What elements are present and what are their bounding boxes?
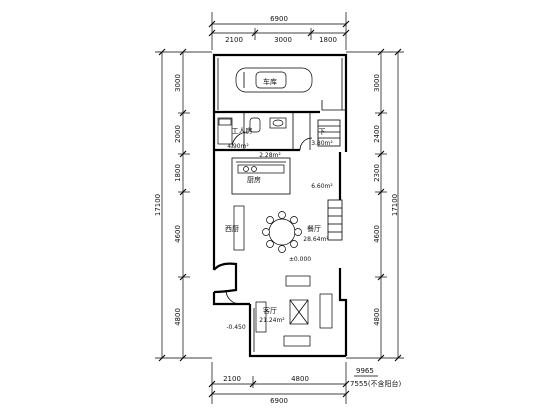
dining-table-icon	[262, 211, 302, 253]
western-kitchen-label: 西厨	[225, 225, 239, 233]
left-dimension-chain: 17100 3000 2000 1800 4600 4800	[154, 48, 212, 362]
living-area: 21.24m²	[259, 317, 285, 324]
top-dim-3: 1800	[319, 36, 337, 44]
car-icon	[235, 67, 313, 93]
left-dim-2: 2000	[174, 125, 182, 143]
stair-area: 3.80m²	[311, 140, 333, 147]
left-dim-5: 4800	[174, 308, 182, 326]
room-labels: 车库 工人房 4.90m² 2.28m² 下 3.80m² 厨房 6.60m² …	[225, 77, 333, 331]
door-swing-icon	[225, 131, 313, 305]
toilet-fixtures-icon	[249, 117, 287, 133]
right-dim-2: 2400	[373, 125, 381, 143]
stair-down	[317, 119, 341, 147]
left-overall-dim: 17100	[154, 194, 162, 216]
left-dim-4: 4600	[174, 225, 182, 243]
area-total-note: 9965	[356, 367, 374, 375]
right-dim-3: 2300	[373, 164, 381, 182]
bottom-dim-2: 4800	[291, 375, 309, 383]
stair-up	[327, 199, 343, 241]
kitchen-area: 6.60m²	[311, 183, 333, 190]
right-dim-5: 4800	[373, 308, 381, 326]
walls	[212, 53, 348, 358]
stair-down-label: 下	[319, 128, 326, 136]
top-overall-dim: 6900	[270, 15, 288, 23]
top-dim-2: 3000	[274, 36, 292, 44]
dining-area: 28.64m²	[303, 236, 329, 243]
top-dim-1: 2100	[225, 36, 243, 44]
area-excl-note: 7555(不含阳台)	[350, 379, 402, 388]
toilet-area: 2.28m²	[259, 152, 281, 159]
main-level-mark: ±0.000	[289, 256, 311, 263]
right-dim-1: 3000	[373, 74, 381, 92]
right-dim-4: 4600	[373, 225, 381, 243]
entry-level-mark: -0.450	[226, 324, 246, 331]
garage-label: 车库	[263, 77, 277, 86]
area-notes: 9965 7555(不含阳台)	[350, 367, 402, 388]
right-overall-dim: 17100	[391, 194, 399, 216]
bottom-dim-1: 2100	[223, 375, 241, 383]
maid-room-area: 4.90m²	[227, 143, 249, 150]
dining-label: 餐厅	[307, 224, 321, 233]
left-dim-1: 3000	[174, 74, 182, 92]
maid-room-label: 工人房	[232, 126, 253, 135]
sofa-set-icon	[283, 275, 333, 347]
tv-cabinet-icon	[255, 301, 267, 333]
bottom-dimension-chain: 2100 4800 6900	[208, 362, 350, 405]
kitchen-label: 厨房	[247, 175, 261, 184]
living-label: 客厅	[263, 306, 277, 315]
bed-icon	[217, 117, 233, 145]
top-dimension-chain: 6900 2100 3000 1800	[208, 12, 350, 50]
left-dim-3: 1800	[174, 164, 182, 182]
kitchen-counter-icon	[237, 164, 285, 174]
bottom-overall-dim: 6900	[270, 397, 288, 405]
right-dimension-chain: 3000 2400 2300 4600 4800 17100	[346, 48, 404, 362]
island-counter-icon	[233, 205, 245, 251]
